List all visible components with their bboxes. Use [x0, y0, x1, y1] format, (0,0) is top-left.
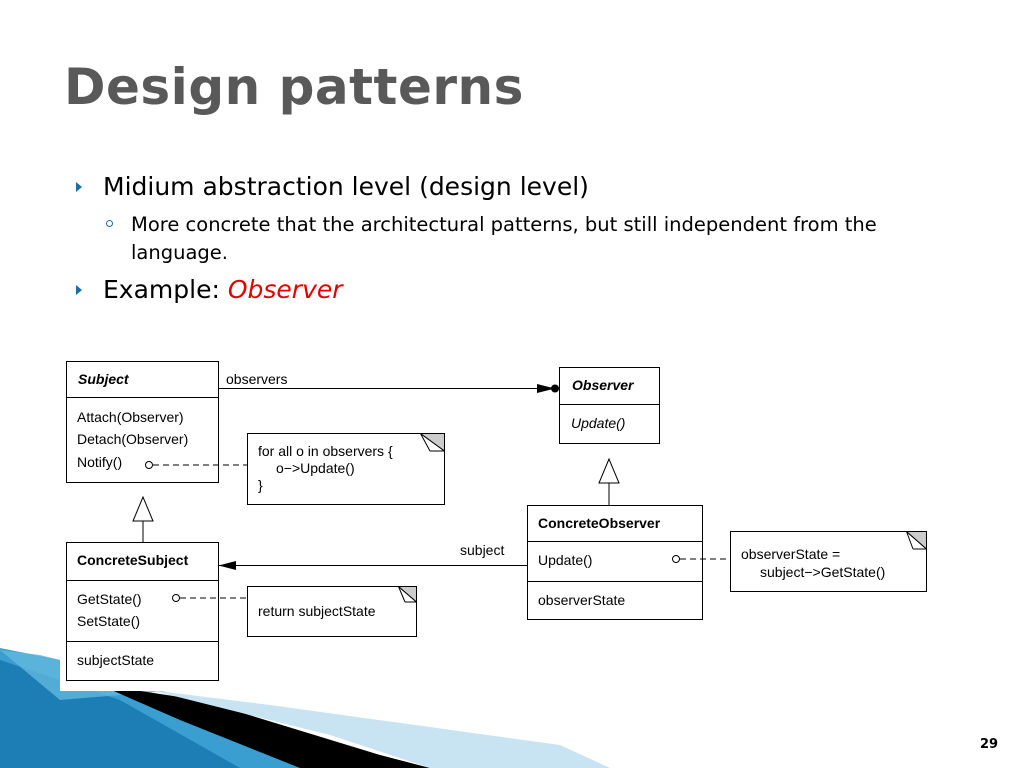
- note-notify-line: }: [258, 477, 263, 493]
- subject-op: Notify(): [77, 454, 122, 470]
- class-concrete-subject-name: ConcreteSubject: [77, 552, 189, 568]
- bullet-arrow-icon: [76, 285, 82, 295]
- page-number: 29: [980, 737, 999, 752]
- note-notify-line: for all o in observers {: [258, 443, 393, 459]
- class-subject-name: Subject: [78, 371, 130, 387]
- bullet-circle-icon: [106, 220, 113, 227]
- class-concrete-observer: ConcreteObserver Update() observerState: [527, 505, 703, 620]
- slide-title: Design patterns: [64, 58, 524, 116]
- note-update: observerState = subject−>GetState(): [730, 531, 927, 592]
- concrete-subject-op: GetState(): [77, 591, 142, 607]
- class-concrete-observer-name: ConcreteObserver: [538, 515, 661, 531]
- note-notify: for all o in observers { o−>Update() }: [247, 433, 445, 505]
- note-getstate-line: return subjectState: [258, 603, 376, 619]
- class-observer-name: Observer: [572, 377, 635, 393]
- concrete-subject-op: SetState(): [77, 613, 140, 629]
- sub-bullet-concrete-text: More concrete that the architectural pat…: [131, 213, 877, 264]
- class-observer: Observer Update(): [559, 367, 660, 444]
- subject-op: Attach(Observer): [77, 409, 184, 425]
- bullet-abstraction-text: Midium abstraction level (design level): [103, 172, 589, 201]
- note-update-line: subject−>GetState(): [760, 564, 885, 580]
- concrete-observer-attr: observerState: [538, 592, 625, 608]
- class-subject: Subject Attach(Observer) Detach(Observer…: [66, 361, 219, 483]
- bullet-arrow-icon: [76, 182, 82, 192]
- subject-op: Detach(Observer): [77, 431, 188, 447]
- example-prefix: Example:: [103, 275, 228, 304]
- observer-uml-diagram: Subject Attach(Observer) Detach(Observer…: [60, 357, 940, 691]
- note-notify-line: o−>Update(): [276, 460, 355, 476]
- assoc-observers-label: observers: [226, 371, 287, 387]
- concrete-observer-op: Update(): [538, 552, 592, 568]
- observer-op: Update(): [571, 415, 625, 431]
- bullet-example-text: Example: Observer: [103, 275, 343, 304]
- note-update-line: observerState =: [741, 546, 840, 562]
- example-observer: Observer: [227, 275, 343, 304]
- note-getstate: return subjectState: [247, 586, 417, 637]
- assoc-subject-label: subject: [460, 542, 504, 558]
- concrete-subject-attr: subjectState: [77, 652, 154, 668]
- class-concrete-subject: ConcreteSubject GetState() SetState() su…: [66, 542, 219, 681]
